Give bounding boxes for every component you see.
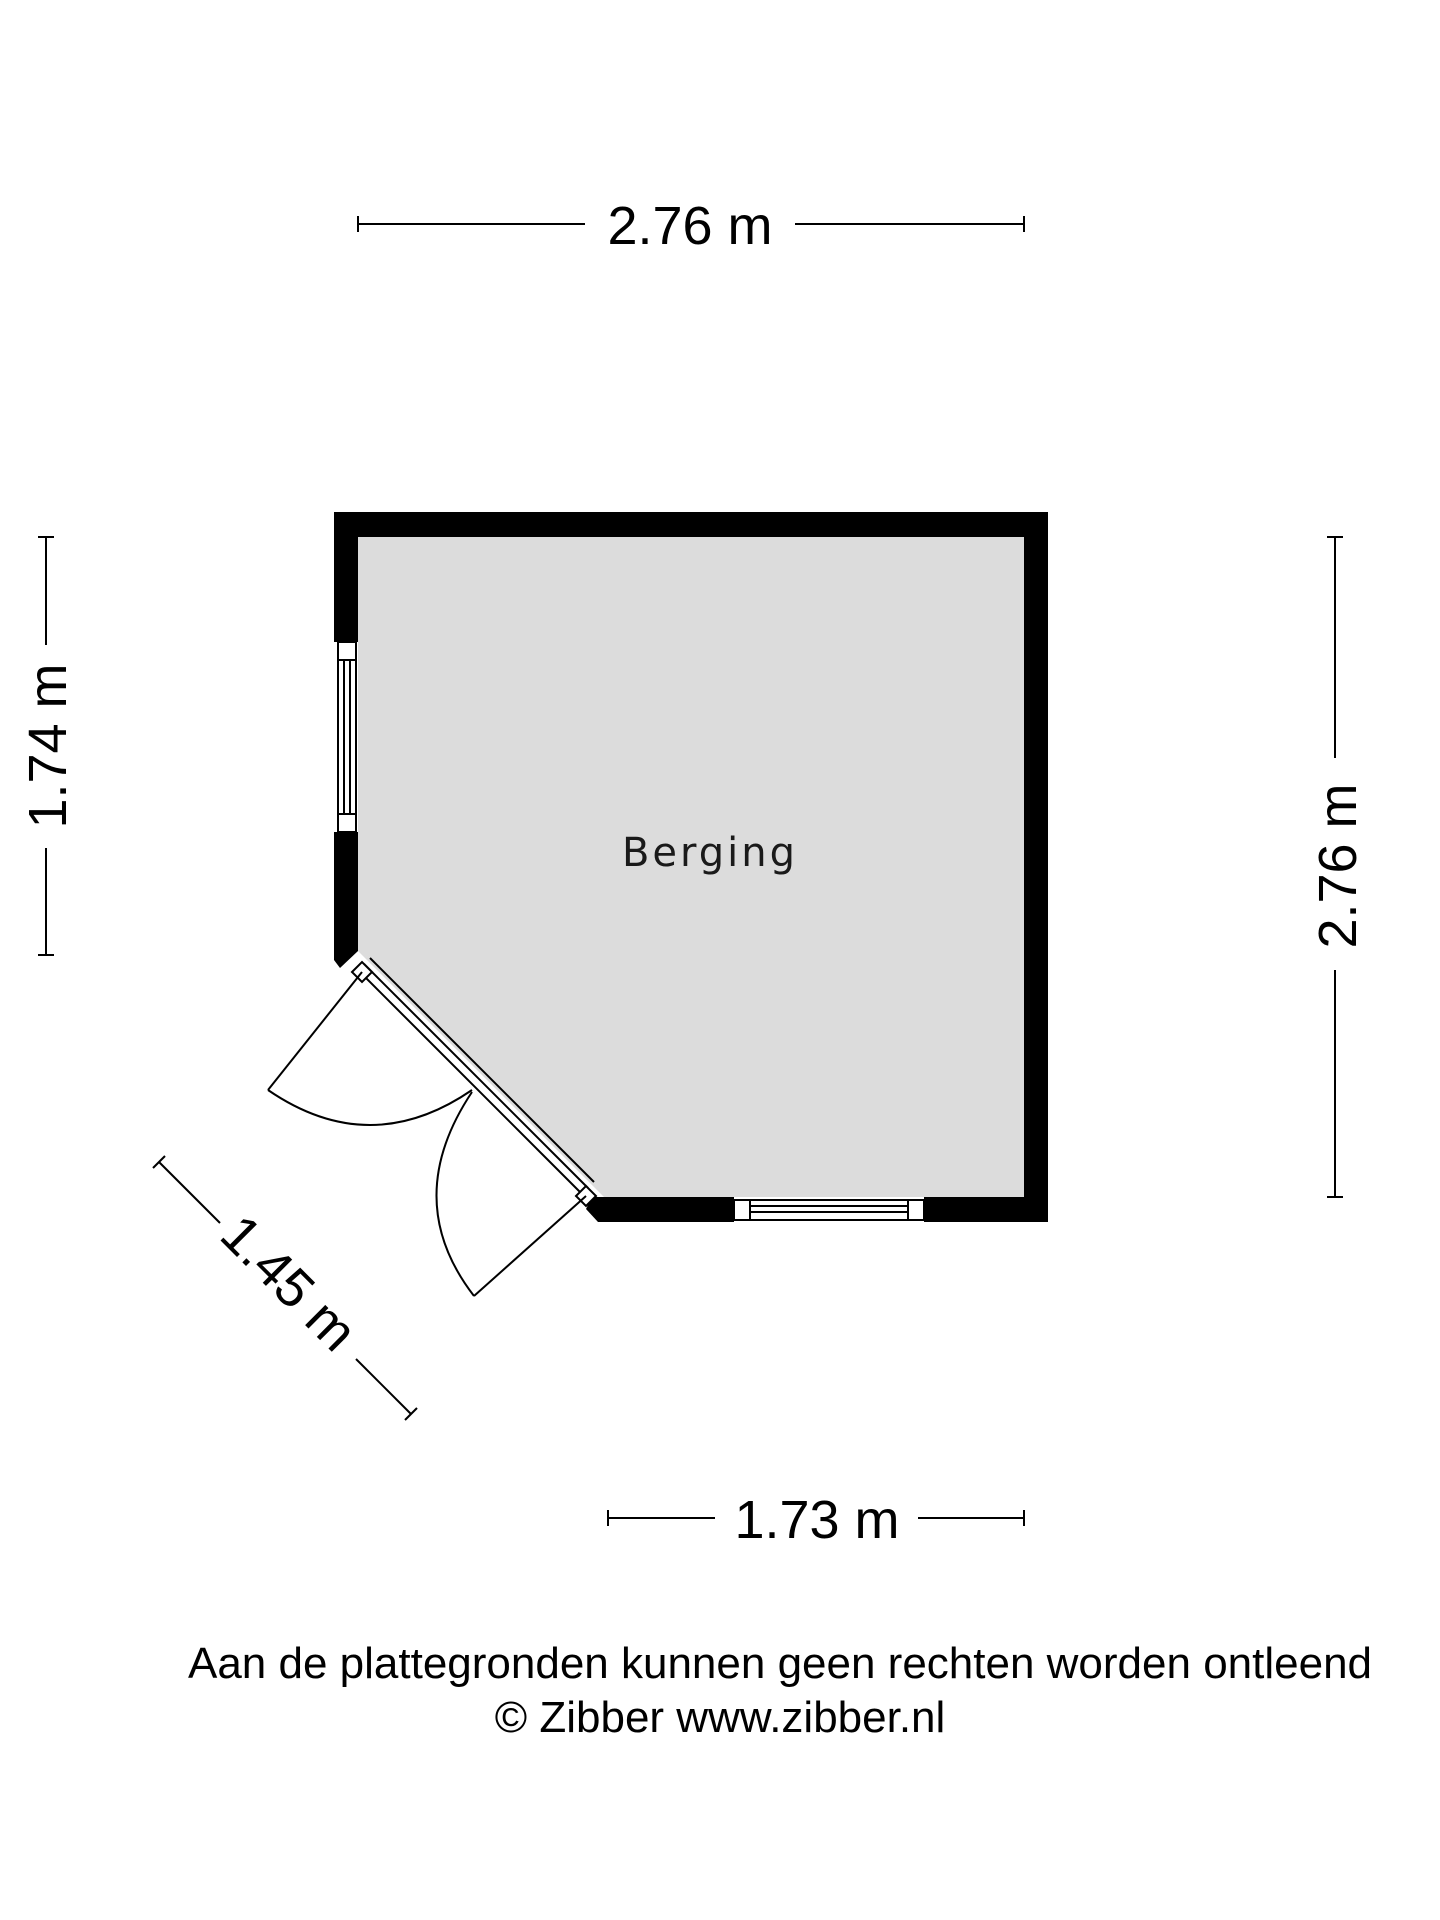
door-arc-upper	[267, 1089, 473, 1126]
door-swing	[267, 971, 587, 1297]
dimension-diagonal-label: 1.45 m	[209, 1204, 368, 1363]
door-frame-diagonal	[350, 957, 598, 1208]
dimension-right-label: 2.76 m	[1308, 783, 1368, 948]
dimension-left	[38, 536, 54, 956]
disclaimer-text: Aan de plattegronden kunnen geen rechten…	[187, 1639, 1373, 1688]
wall-right	[1024, 512, 1048, 1222]
wall-left-lower	[334, 832, 358, 968]
copyright-text: © Zibber www.zibber.nl	[494, 1693, 946, 1742]
dimension-bottom	[607, 1510, 1025, 1526]
dimension-bottom-label: 1.73 m	[734, 1490, 899, 1550]
wall-bottom-left	[586, 1197, 734, 1222]
room-label: Berging	[622, 830, 798, 876]
walls	[334, 512, 1048, 1222]
room-floor	[358, 537, 1024, 1197]
window-left	[337, 641, 357, 833]
dimension-top-label: 2.76 m	[607, 196, 772, 256]
dimension-diagonal	[152, 1155, 418, 1421]
wall-bottom-right	[924, 1197, 1048, 1222]
door-leaf-upper	[267, 971, 363, 1091]
dimension-left-label: 1.74 m	[18, 663, 78, 828]
door-leaf-lower	[473, 1195, 587, 1297]
window-bottom	[733, 1199, 925, 1221]
wall-top	[334, 512, 1048, 537]
door-arc-lower	[435, 1091, 475, 1297]
dimension-right	[1327, 536, 1343, 1198]
dimension-top	[357, 216, 1025, 232]
wall-left-upper	[334, 512, 358, 642]
